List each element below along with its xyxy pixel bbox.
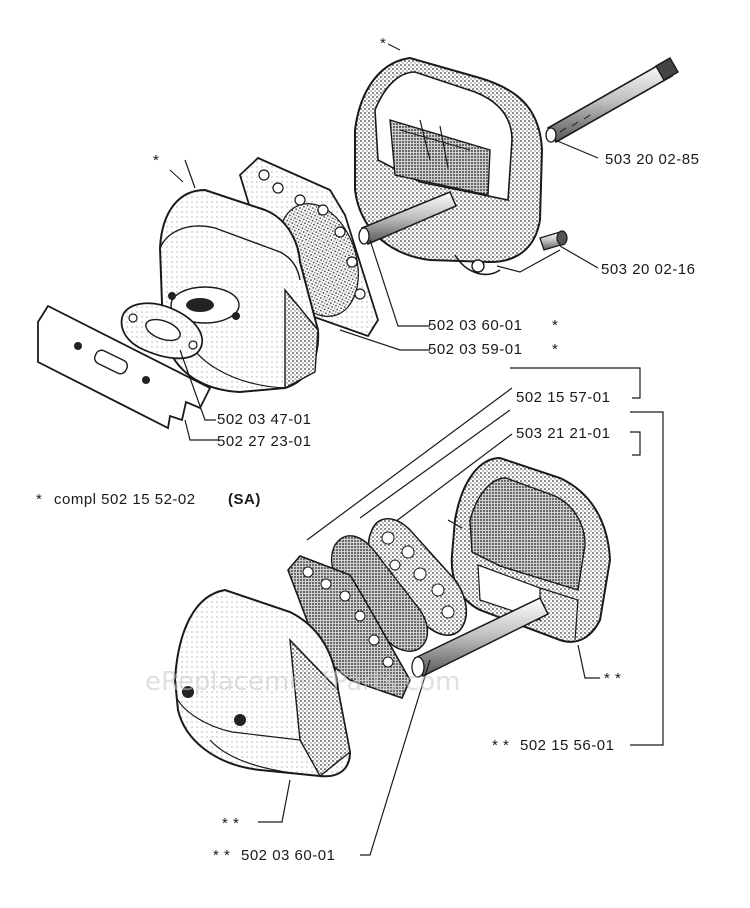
asterisk-mark: * [153,152,159,169]
asterisk-mark: * * [604,670,621,687]
legend-suffix: (SA) [228,491,261,508]
plate-part [37,304,212,430]
muffler-housing-lower-rear [447,456,612,643]
screw-part [539,230,568,251]
assembly-legend: * compl 502 15 52-02 (SA) [36,491,261,508]
asterisk-mark: * [380,35,386,52]
upper-leader-lines [179,139,599,441]
asterisk-mark: * * [492,737,509,754]
part-label-spacer-upper: 502 03 60-01 [428,317,522,334]
part-label-port-gasket: 502 03 47-01 [217,411,311,428]
spacer-rod-upper [358,191,457,246]
part-label-screw: 503 20 02-16 [601,261,695,278]
part-label-spacer-lower: 502 03 60-01 [241,847,335,864]
upper-asterisk-marks: * * [153,35,401,183]
part-label-screen-b: 503 21 21-01 [516,425,610,442]
muffler-housing-rear [354,56,544,276]
part-label-gasket-upper: 502 03 59-01 [428,341,522,358]
asterisk-mark: * * [222,815,239,832]
asterisk-mark: * * [213,847,230,864]
legend-asterisk: * [36,491,42,508]
part-label-bolt: 503 20 02-85 [605,151,699,168]
asterisk-mark: * [552,317,558,334]
gasket-lower [287,555,411,699]
bracket-lines [306,367,664,746]
spacer-rod-lower [411,597,550,678]
legend-text: compl 502 15 52-02 [54,491,196,508]
port-gasket [120,302,204,360]
part-label-muffler-lower: 502 15 56-01 [520,737,614,754]
muffler-housing-lower-front [173,588,352,778]
bolt-part [545,57,679,144]
part-label-screen-a: 502 15 57-01 [516,389,610,406]
asterisk-mark: * [552,341,558,358]
watermark-text: eReplacementParts.com [145,667,461,697]
lower-leader-lines [258,644,600,856]
part-label-plate: 502 27 23-01 [217,433,311,450]
